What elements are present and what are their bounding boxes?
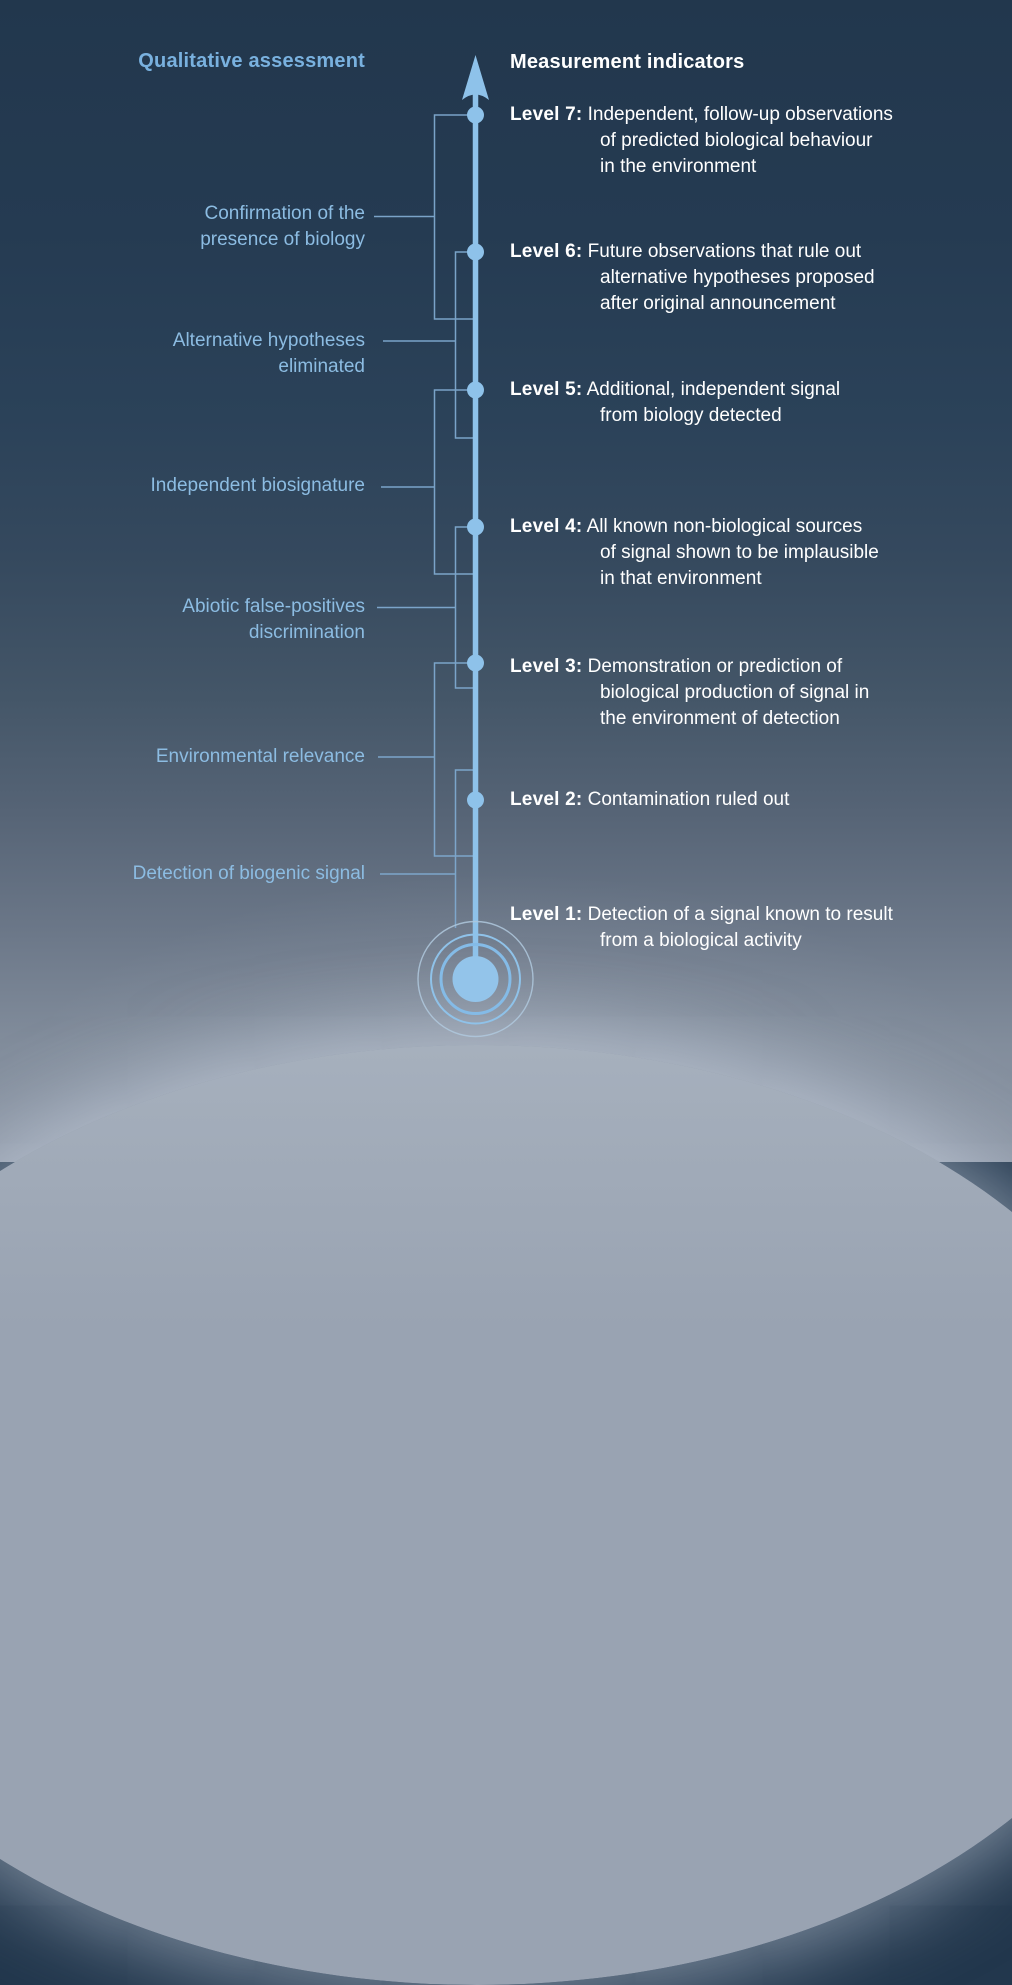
level-3-number: Level 3: <box>510 656 583 677</box>
bracket-level4-3 <box>454 526 475 689</box>
planet-horizon <box>0 1045 1012 1985</box>
level-4-number: Level 4: <box>510 516 583 537</box>
level-6-item: Level 6: Future observations that rule o… <box>510 239 1012 317</box>
origin-target <box>417 920 534 1038</box>
level-6-dot <box>467 243 484 261</box>
bracket-lines <box>374 114 475 928</box>
qualitative-label-detection: Detection of biogenic signal <box>132 863 365 884</box>
measurement-indicators-header: Measurement indicators <box>510 51 745 73</box>
level-1-text: Detection of a signal known to result fr… <box>587 904 893 951</box>
level-7-text: Independent, follow-up observations of p… <box>587 104 893 177</box>
level-dots <box>467 106 484 809</box>
level-3-item: Level 3: Demonstration or prediction of … <box>510 654 1012 732</box>
level-1-number: Level 1: <box>510 904 583 925</box>
bracket-level6-5 <box>454 251 475 439</box>
level-7-dot <box>467 106 484 124</box>
level-7-number: Level 7: <box>510 104 583 125</box>
level-7-item: Level 7: Independent, follow-up observat… <box>510 102 1012 180</box>
target-core-circle <box>452 956 499 1002</box>
level-6-text: Future observations that rule out altern… <box>587 241 875 314</box>
bracket-level2-1 <box>454 769 475 928</box>
level-5-number: Level 5: <box>510 379 583 400</box>
cold-scale-diagram <box>374 55 534 1038</box>
qualitative-label-confirmation: Confirmation of the presence of biology <box>200 203 365 250</box>
bottom-glow <box>0 0 1012 1162</box>
level-2-item: Level 2: Contamination ruled out <box>510 787 1012 813</box>
level-3-text: Demonstration or prediction of biologica… <box>587 656 870 729</box>
target-middle-ring <box>430 933 521 1025</box>
level-1-item: Level 1: Detection of a signal known to … <box>510 902 1012 954</box>
arrow-up-icon <box>462 55 489 100</box>
level-2-number: Level 2: <box>510 789 583 810</box>
target-inner-ring <box>439 943 512 1015</box>
level-4-text: All known non-biological sources of sign… <box>586 516 879 589</box>
qualitative-label-abiotic: Abiotic false-positives discrimination <box>182 596 365 643</box>
target-outer-ring <box>417 920 534 1038</box>
level-3-dot <box>467 654 484 672</box>
qualitative-label-environmental: Environmental relevance <box>155 746 365 767</box>
qualitative-assessment-header: Qualitative assessment <box>138 50 365 72</box>
qualitative-label-alternative: Alternative hypotheses eliminated <box>172 330 365 377</box>
level-5-dot <box>467 381 484 399</box>
level-4-item: Level 4: All known non-biological source… <box>510 514 1012 592</box>
level-2-dot <box>467 791 484 809</box>
level-5-item: Level 5: Additional, independent signal … <box>510 377 1012 429</box>
qualitative-label-independent: Independent biosignature <box>150 475 365 496</box>
level-2-text: Contamination ruled out <box>587 789 790 810</box>
level-5-text: Additional, independent signal from biol… <box>586 379 841 426</box>
level-6-number: Level 6: <box>510 241 583 262</box>
level-4-dot <box>467 518 484 536</box>
